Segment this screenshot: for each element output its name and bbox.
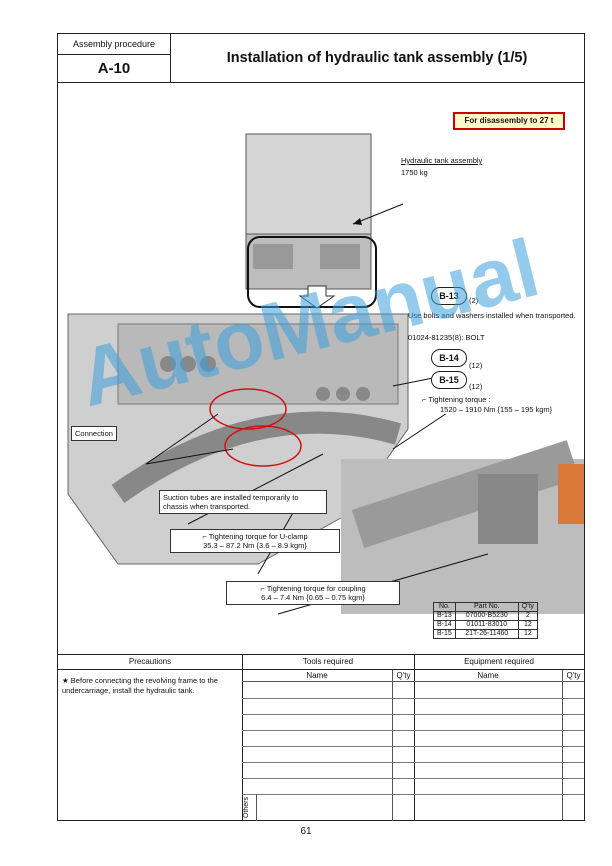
table-row: B-15 21T-26-11460 12 [433, 629, 539, 639]
header-divider [58, 82, 584, 83]
equipment-qty-header: Q'ty [563, 670, 584, 682]
table-cell: B-13 [433, 611, 456, 621]
b13-tag: B-13 [431, 287, 467, 305]
b15-torque-value: 1520 – 1910 Nm {155 – 195 kgm} [440, 404, 553, 414]
table-cell: 07000-B5230 [454, 611, 519, 621]
page-frame: Assembly procedure A-10 Installation of … [57, 33, 585, 821]
grid-line [242, 714, 414, 715]
table-cell: 01011-83010 [454, 620, 519, 630]
grid-line [414, 746, 584, 747]
grid-line [414, 778, 584, 779]
requirements-section: Precautions ★ Before connecting the revo… [58, 654, 584, 821]
b13-qty: (2) [469, 296, 479, 305]
table-cell: 2 [517, 611, 539, 621]
procedure-label: Assembly procedure [58, 34, 170, 55]
b15-torque-label: Tightening torque : [428, 395, 491, 404]
others-label: Others [243, 796, 250, 818]
coupling-torque-callout: ⌐ Tightening torque for coupling 6.4 – 7… [226, 581, 400, 605]
b13-bolt: 01024-81235(8): BOLT [408, 333, 485, 342]
grid-line [242, 746, 414, 747]
precautions-header: Precautions [58, 655, 242, 670]
grid-line [242, 762, 414, 763]
tank-weight-label: 1750 kg [401, 168, 428, 177]
equipment-header: Equipment required [414, 655, 584, 670]
precautions-column: Precautions ★ Before connecting the revo… [58, 655, 243, 821]
grid-line [242, 778, 414, 779]
header-cell: Part No. [454, 602, 519, 612]
tank-assembly-label: Hydraulic tank assembly [401, 156, 483, 165]
b15-tag: B-15 [431, 371, 467, 389]
b15-torque: ⌐ Tightening torque : 1520 – 1910 Nm {15… [422, 395, 582, 414]
tools-divider [392, 681, 393, 821]
tank-top-view [245, 133, 404, 308]
table-cell: 21T-26-11460 [454, 629, 519, 639]
table-cell: 12 [517, 629, 539, 639]
tools-header: Tools required [242, 655, 414, 670]
b14-tag: B-14 [431, 349, 467, 367]
grid-line [414, 794, 584, 795]
uclamp-torque-callout: ⌐ Tightening torque for U-clamp 35.3 – 8… [170, 529, 340, 553]
table-cell: B-14 [433, 620, 456, 630]
grid-line [414, 698, 584, 699]
table-cell: 12 [517, 620, 539, 630]
connection-callout: Connection [71, 426, 117, 441]
procedure-box: Assembly procedure A-10 [58, 34, 171, 82]
uclamp-torque-value: 35.3 – 87.2 Nm {3.6 – 8.9 kgm} [203, 541, 307, 550]
grid-line [242, 794, 414, 795]
page-title: Installation of hydraulic tank assembly … [226, 50, 528, 66]
table-row: B-13 07000-B5230 2 [433, 611, 539, 621]
page-number: 61 [300, 826, 312, 837]
others-cell: Others [242, 794, 257, 821]
b13-note: Use bolts and washers installed when tra… [408, 311, 576, 320]
tools-qty-header: Q'ty [393, 670, 414, 682]
equipment-column: Equipment required Name Q'ty [414, 655, 584, 821]
header-cell: Q'ty [517, 602, 539, 612]
table-row: B-14 01011-83010 12 [433, 620, 539, 630]
uclamp-torque-label: Tightening torque for U-clamp [208, 532, 308, 541]
grid-line [414, 730, 584, 731]
coupling-torque-label: Tightening torque for coupling [266, 584, 366, 593]
parts-table-header: No. Part No. Q'ty [433, 602, 539, 612]
equipment-name-header: Name [414, 670, 563, 682]
parts-table: No. Part No. Q'ty B-13 07000-B5230 2 B-1… [433, 602, 539, 639]
wrench-icon: ⌐ [422, 395, 427, 404]
grid-line [242, 730, 414, 731]
table-cell: B-15 [433, 629, 456, 639]
tools-name-header: Name [242, 670, 393, 682]
grid-line [414, 762, 584, 763]
grid-line [414, 714, 584, 715]
precaution-text: ★ Before connecting the revolving frame … [62, 676, 218, 695]
b15-qty: (12) [469, 382, 483, 391]
header-cell: No. [433, 602, 456, 612]
wrench-icon: ⌐ [260, 584, 265, 593]
coupling-torque-value: 6.4 – 7.4 Nm {0.65 – 0.75 kgm} [261, 593, 365, 602]
disassembly-note-box: For disassembly to 27 t [453, 112, 565, 130]
suction-tube-callout: Suction tubes are installed temporarily … [159, 490, 327, 514]
wrench-icon: ⌐ [202, 532, 207, 541]
b14-qty: (12) [469, 361, 483, 370]
procedure-code: A-10 [97, 60, 131, 77]
tools-column: Tools required Name Q'ty [242, 655, 415, 821]
equipment-divider [562, 681, 563, 821]
grid-line [242, 698, 414, 699]
